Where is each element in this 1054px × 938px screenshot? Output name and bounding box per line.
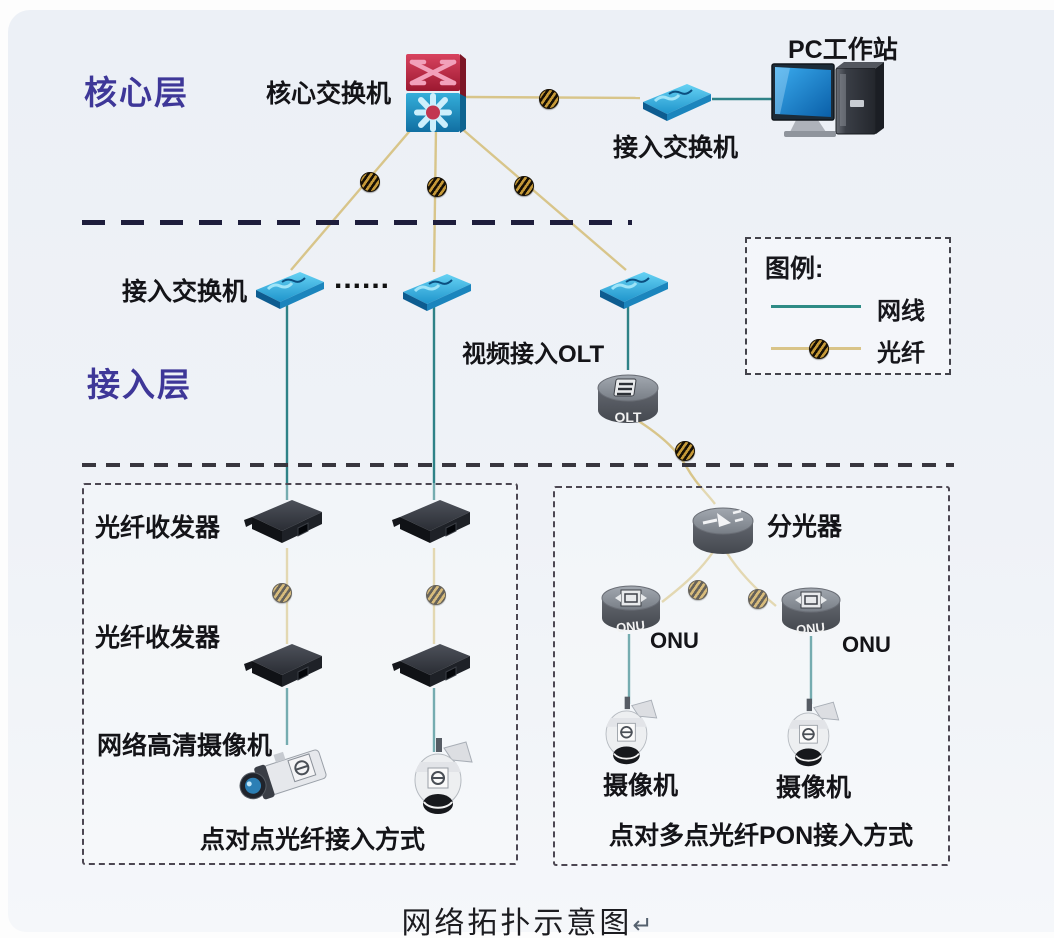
- access-layer-label: 接入层: [87, 366, 192, 403]
- access-switch-top-icon: [637, 78, 713, 129]
- media-converter-icon: [240, 641, 328, 700]
- network-cable-swatch: [771, 305, 861, 308]
- onu-device-icon-right: ONU: [777, 580, 845, 647]
- transceiver-label-1: 光纤收发器: [95, 514, 221, 542]
- fiber-bead: [688, 580, 708, 600]
- access-switch-top-label: 接入交换机: [613, 134, 739, 162]
- dome-camera-icon: [598, 696, 662, 777]
- fiber-bead: [426, 585, 446, 605]
- camera-label-right: 摄像机: [776, 774, 852, 802]
- pc-workstation-icon: [770, 58, 890, 143]
- fiber-bead: [272, 583, 292, 603]
- p2p-caption: 点对点光纤接入方式: [200, 826, 426, 854]
- access-switch-row-label: 接入交换机: [122, 278, 248, 306]
- core-access-divider: [82, 220, 632, 225]
- legend-title: 图例:: [765, 255, 824, 283]
- transceiver-label-2: 光纤收发器: [95, 624, 221, 652]
- fiber-bead: [539, 89, 559, 109]
- logo-e-icon: [431, 771, 445, 785]
- core-switch-label: 核心交换机: [266, 80, 392, 108]
- fiber-bead: [514, 176, 534, 196]
- logo-e-icon: [294, 760, 310, 776]
- onu-device-icon-left: ONU: [597, 578, 665, 645]
- logo-e-icon: [620, 726, 633, 739]
- pon-caption: 点对多点光纤PON接入方式: [609, 822, 914, 850]
- olt-device-text: OLT: [615, 409, 642, 425]
- fiber-bead: [360, 172, 380, 192]
- fiber-bead: [809, 339, 829, 359]
- onu-label-left: ONU: [650, 628, 699, 653]
- legend: 图例: 网线 光纤: [745, 237, 951, 375]
- core-switch-icon: [404, 50, 468, 139]
- core-layer-label: 核心层: [84, 74, 189, 111]
- splitter-device-icon: [687, 499, 759, 566]
- hd-camera-label: 网络高清摄像机: [97, 732, 273, 760]
- fiber-bead: [748, 589, 768, 609]
- diagram-title-text: 网络拓扑示意图: [401, 907, 633, 938]
- fiber-bead: [427, 177, 447, 197]
- onu-device-text: ONU: [615, 618, 645, 636]
- video-olt-label: 视频接入OLT: [462, 341, 605, 368]
- logo-e-icon: [802, 728, 815, 741]
- camera-label-left: 摄像机: [603, 772, 679, 800]
- return-mark: ↵: [632, 912, 653, 938]
- onu-label-right: ONU: [842, 632, 891, 657]
- access-switch-mid-icon: [397, 268, 473, 319]
- splitter-top-glyph: [702, 509, 744, 527]
- dome-camera-icon: [406, 738, 478, 827]
- media-converter-icon: [240, 497, 328, 556]
- access-terminal-divider: [82, 463, 954, 467]
- onu-top-glyph: [615, 589, 647, 607]
- legend-item-fiber: 光纤: [877, 340, 925, 367]
- olt-device-icon: OLT: [592, 366, 664, 437]
- olt-top-glyph: [613, 378, 637, 397]
- fiber-bead: [675, 441, 695, 461]
- diagram-title: 网络拓扑示意图↵: [0, 898, 1054, 938]
- access-switch-right-icon: [594, 266, 670, 317]
- media-converter-icon: [388, 497, 476, 556]
- bullet-camera-icon: [236, 732, 338, 813]
- legend-item-network-cable: 网线: [877, 298, 925, 325]
- pon-box: [553, 486, 950, 866]
- dome-camera-icon: [780, 698, 844, 779]
- access-switch-left-icon: [250, 266, 326, 317]
- pc-workstation-label: PC工作站: [788, 36, 898, 64]
- more-switches-ellipsis: ......: [334, 262, 391, 295]
- media-converter-icon: [388, 641, 476, 700]
- splitter-label: 分光器: [767, 513, 843, 541]
- onu-device-text: ONU: [795, 620, 825, 638]
- onu-top-glyph: [795, 591, 827, 609]
